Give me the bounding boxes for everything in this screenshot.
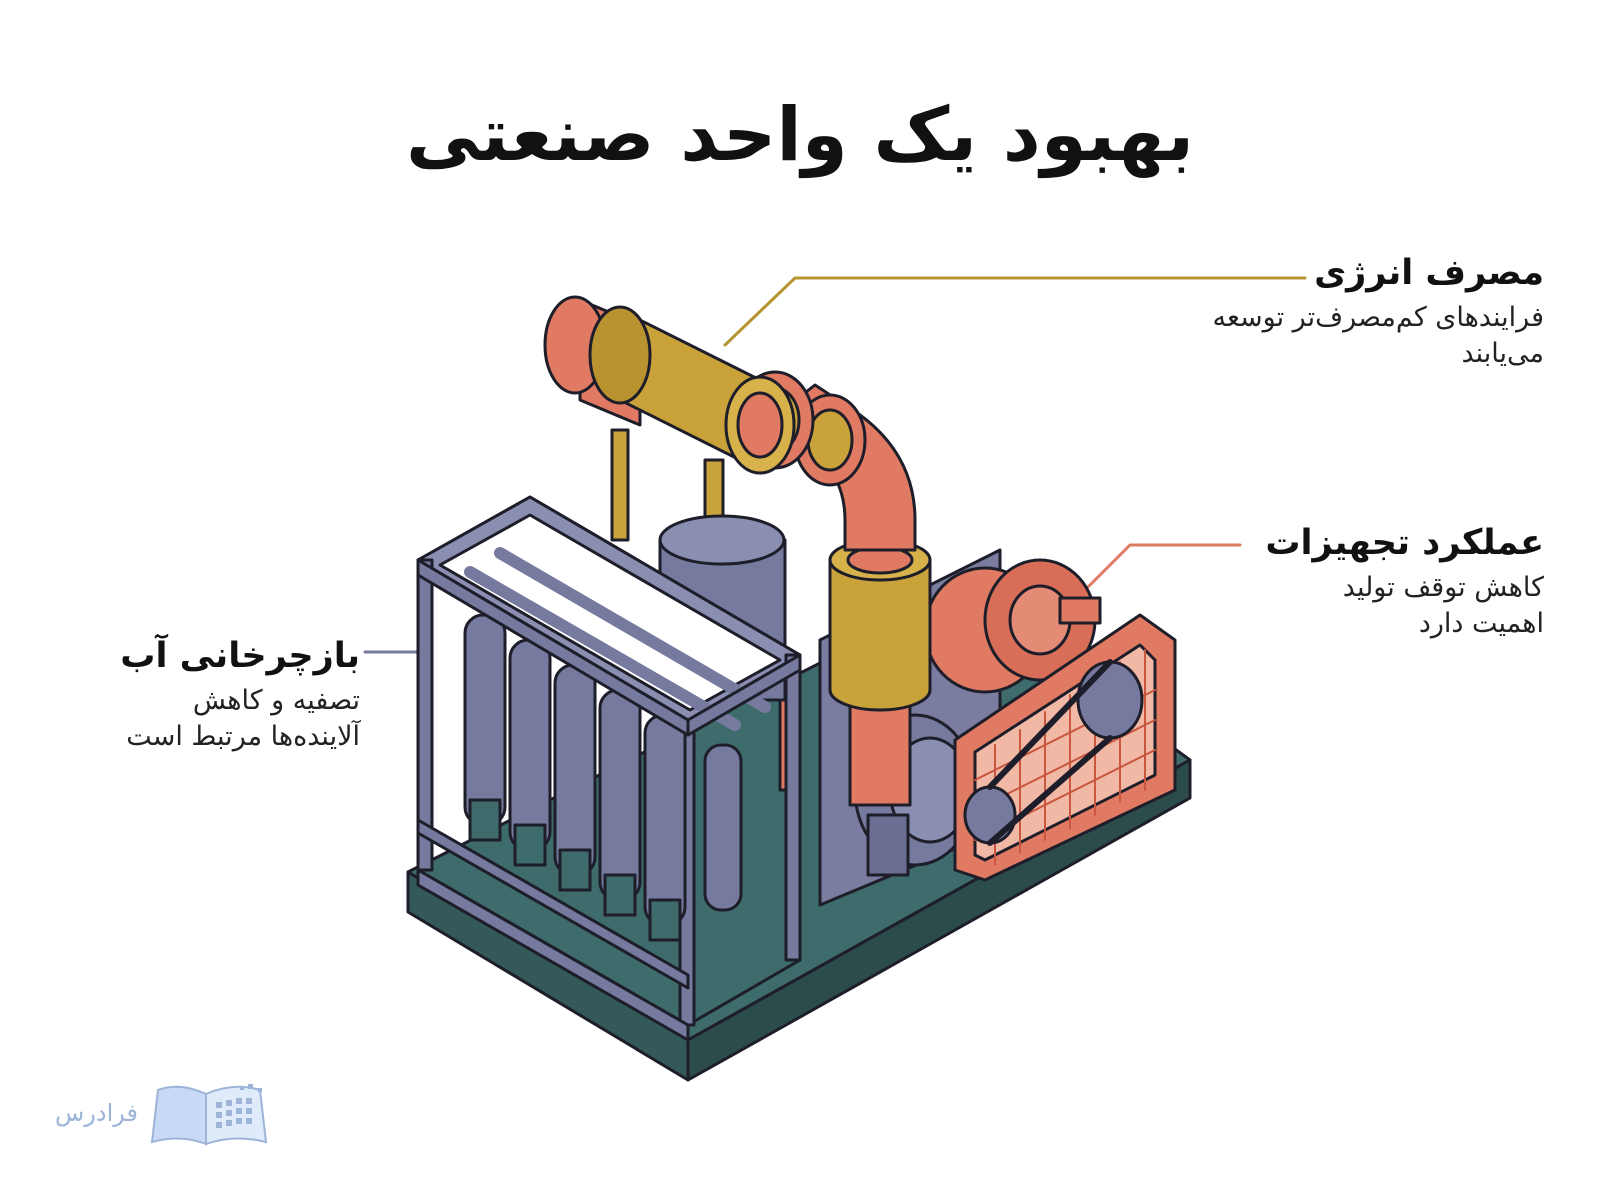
callout-water-text: تصفیه و کاهش آلاینده‌ها مرتبط است xyxy=(40,683,360,756)
brand-logo: فرادرس xyxy=(55,1078,270,1148)
callout-equipment: عملکرد تجهیزات کاهش توقف تولید اهمیت دار… xyxy=(1164,522,1544,643)
callout-equipment-text: کاهش توقف تولید اهمیت دارد xyxy=(1164,570,1544,643)
callout-energy: مصرف انرژی فرایندهای کم‌مصرف‌تر توسعه می… xyxy=(1064,252,1545,373)
filter-frame-front xyxy=(416,558,802,1042)
callout-water-line2: آلاینده‌ها مرتبط است xyxy=(126,721,360,753)
callout-equipment-heading: عملکرد تجهیزات xyxy=(1265,523,1544,563)
insulated-pipe-upper xyxy=(543,295,796,475)
callout-energy-text: فرایندهای کم‌مصرف‌تر توسعه می‌یابند xyxy=(1064,300,1545,373)
filter-cartridges xyxy=(463,613,743,942)
leader-line-energy xyxy=(723,276,1307,347)
callout-energy-line2: می‌یابند xyxy=(1461,338,1544,370)
leader-line-equipment xyxy=(1073,543,1242,602)
callout-water-heading: بازچرخانی آب xyxy=(120,636,360,676)
callout-energy-heading: مصرف انرژی xyxy=(1314,253,1544,293)
electric-motor xyxy=(923,558,1102,694)
callout-water: بازچرخانی آب تصفیه و کاهش آلاینده‌ها مرت… xyxy=(40,635,360,756)
callout-equipment-line2: اهمیت دارد xyxy=(1418,608,1544,640)
callout-energy-line1: فرایندهای کم‌مصرف‌تر توسعه xyxy=(1212,302,1545,333)
page-title: بهبود یک واحد صنعتی xyxy=(405,92,1195,178)
callout-water-line1: تصفیه و کاهش xyxy=(192,685,360,716)
belt-guard xyxy=(953,613,1177,882)
brand-name: فرادرس xyxy=(55,1099,138,1127)
callout-equipment-line1: کاهش توقف تولید xyxy=(1342,572,1544,603)
book-logo-icon xyxy=(150,1084,268,1146)
